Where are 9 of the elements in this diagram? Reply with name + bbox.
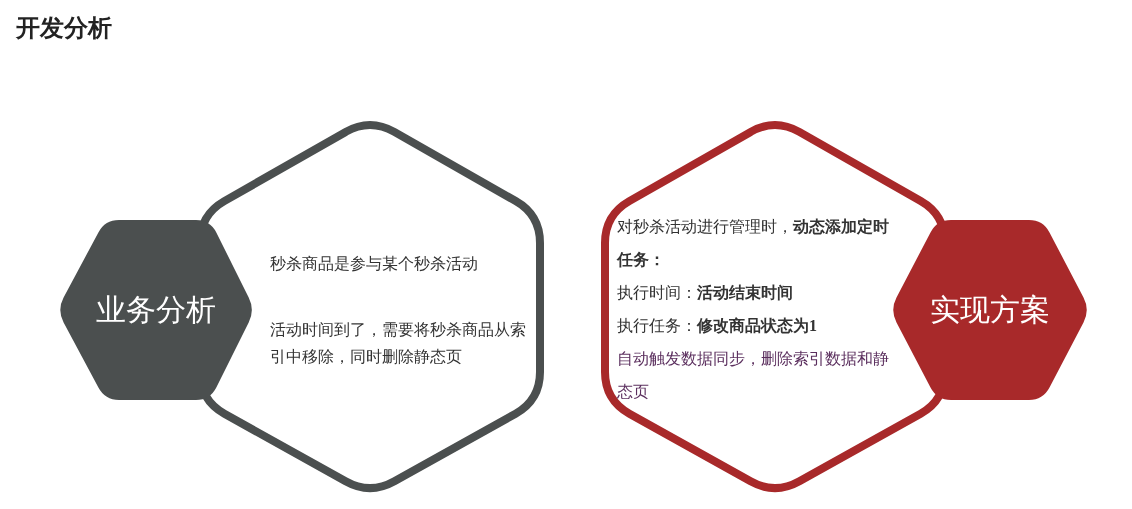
description-text: 自动触发数据同步，删除索引数据和静态页 [617,349,890,402]
description-text: 执行任务：修改商品状态为1 [617,316,818,336]
page-title: 开发分析 [16,14,112,43]
section-heading: 实现方案 [929,292,1051,328]
description-text: 对秒杀活动进行管理时，动态添加定时任务： [617,217,890,270]
section-heading: 业务分析 [95,292,217,328]
description-text: 活动时间到了，需要将秒杀商品从索引中移除，同时删除静态页 [270,320,527,367]
description-text: 秒杀商品是参与某个秒杀活动 [270,254,479,274]
description-text: 执行时间：活动结束时间 [617,283,794,303]
